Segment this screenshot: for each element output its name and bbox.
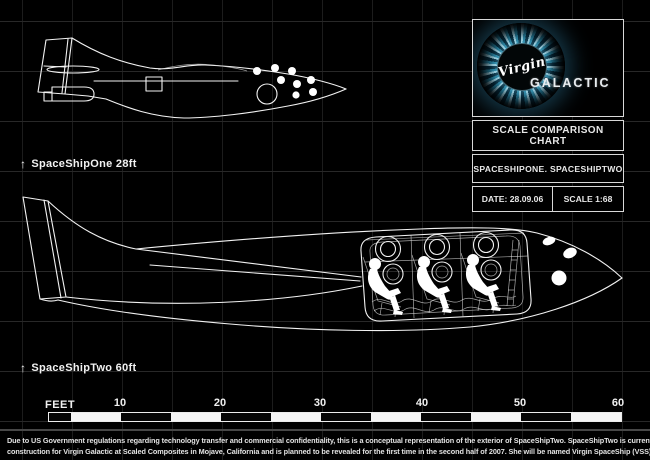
scale-bar-segment xyxy=(371,413,421,421)
panel-scale: SCALE 1:68 xyxy=(552,186,624,212)
scale-bar-segment xyxy=(49,413,71,421)
scale-bar-segment xyxy=(121,413,171,421)
panel-title: SCALE COMPARISON CHART xyxy=(472,120,624,151)
passenger-figure xyxy=(411,254,452,316)
cabin-window xyxy=(374,231,500,263)
ruler-tick-20: 20 xyxy=(213,397,227,409)
porthole-windows xyxy=(253,64,317,105)
scale-bar-segment xyxy=(571,413,621,421)
passenger-figure xyxy=(362,256,403,318)
disclaimer-line-1: Due to US Government regulations regardi… xyxy=(7,436,650,445)
scale-bar xyxy=(48,412,622,422)
scale-bar-segment xyxy=(521,413,571,421)
nose-windows xyxy=(542,236,577,286)
scale-bar-segment xyxy=(421,413,471,421)
galactic-wordmark: GALACTIC xyxy=(530,76,611,90)
scale-bar-segment xyxy=(321,413,371,421)
scale-bar-segment xyxy=(221,413,271,421)
passenger-figure xyxy=(460,252,501,314)
ruler-tick-60: 60 xyxy=(611,397,625,409)
panel-subtitle: SPACESHIPONE. SPACESHIPTWO xyxy=(472,154,624,183)
up-arrow-icon: ↑ xyxy=(20,361,27,375)
scale-bar-segment xyxy=(71,413,121,421)
scale-bar-segment xyxy=(171,413,221,421)
cabin-porthole xyxy=(382,259,502,285)
spaceshiptwo-label: ↑SpaceShipTwo 60ft xyxy=(20,361,137,375)
ruler-tick-30: 30 xyxy=(313,397,327,409)
scale-bar-segment xyxy=(471,413,521,421)
rear-bulkhead xyxy=(506,239,520,307)
ruler-unit-label: FEET xyxy=(45,399,76,411)
spaceshipone-drawing xyxy=(37,37,347,119)
up-arrow-icon: ↑ xyxy=(20,157,27,171)
disclaimer-line-2: construction for Virgin Galactic at Scal… xyxy=(7,447,650,456)
logo-pupil: Virgin xyxy=(497,43,547,91)
panel-date: DATE: 28.09.06 xyxy=(472,186,553,212)
ruler-tick-10: 10 xyxy=(113,397,127,409)
cabin-cutaway xyxy=(360,229,532,322)
ruler-tick-40: 40 xyxy=(415,397,429,409)
divider-rule xyxy=(0,429,650,431)
ruler-tick-50: 50 xyxy=(513,397,527,409)
spaceshiptwo-drawing xyxy=(22,196,623,332)
spaceshipone-label: ↑SpaceShipOne 28ft xyxy=(20,157,137,171)
virgin-galactic-logo: Virgin GALACTIC xyxy=(472,19,624,117)
disclaimer-text: Due to US Government regulations regardi… xyxy=(7,435,650,457)
info-panel: Virgin GALACTIC SCALE COMPARISON CHART S… xyxy=(472,19,624,212)
scale-bar-segment xyxy=(271,413,321,421)
